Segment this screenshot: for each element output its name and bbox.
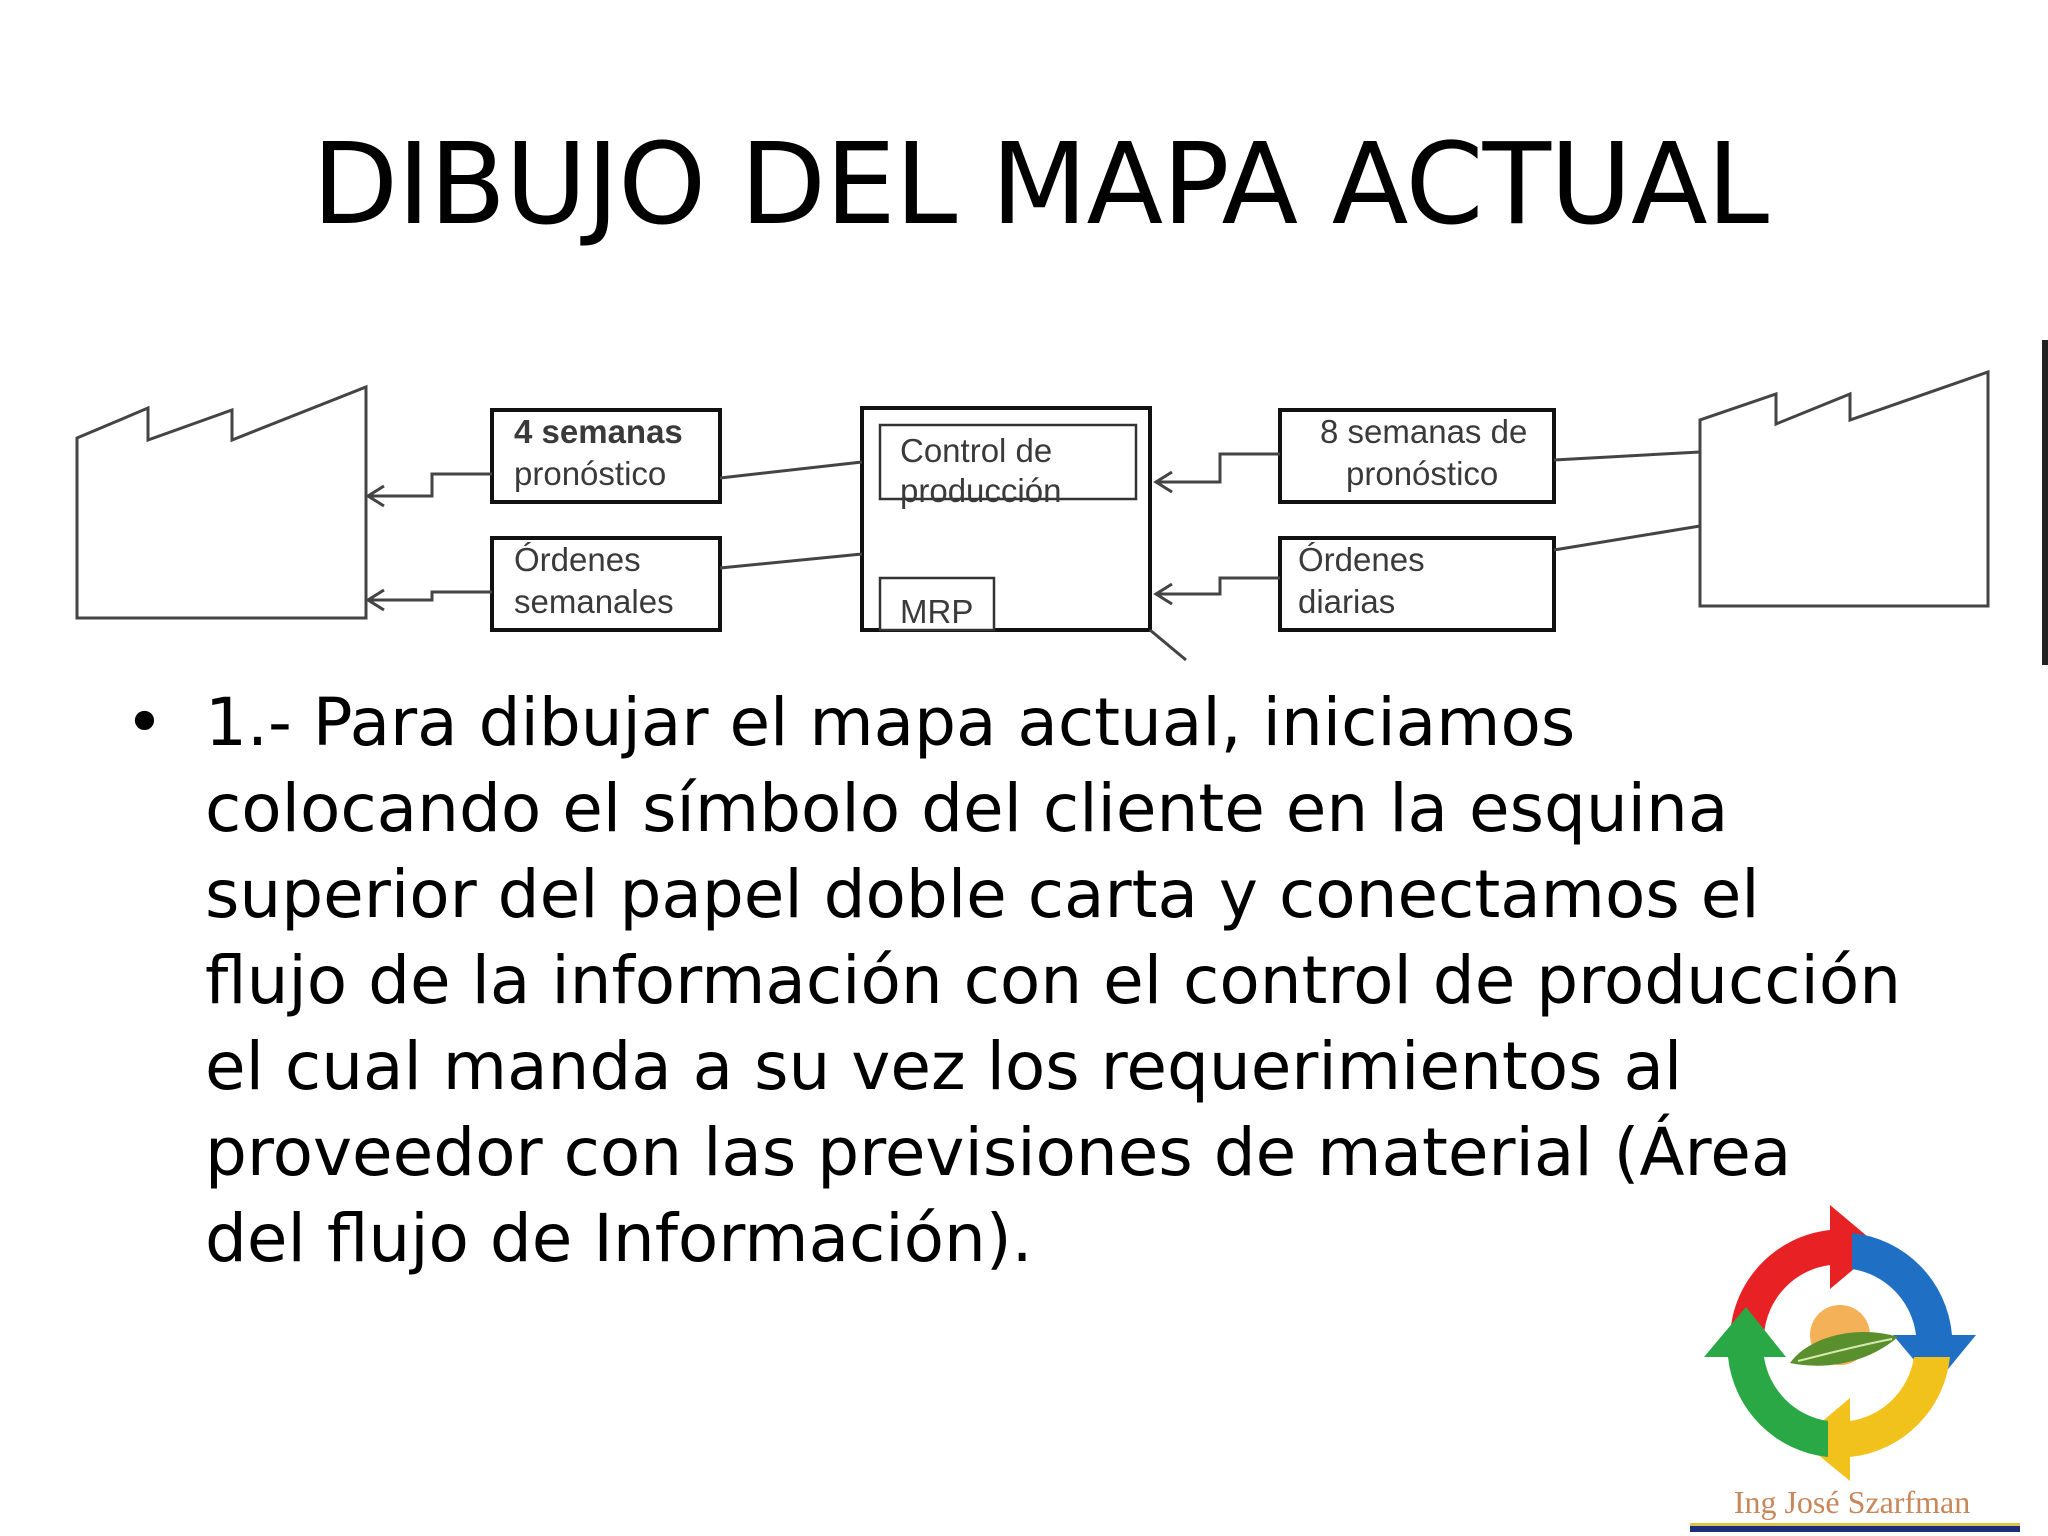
center-line-2: producción <box>900 472 1061 509</box>
left-top-box <box>490 408 722 504</box>
left-bottom-line-2: semanales <box>514 583 674 620</box>
right-top-line-2: pronóstico <box>1346 455 1498 492</box>
logo-yellow-arrow <box>1800 1357 1950 1481</box>
logo-blue-arrow <box>1852 1233 1976 1385</box>
slide-edge-divider <box>2042 340 2048 665</box>
left-top-line-2: pronóstico <box>514 455 666 492</box>
production-control-inner-box <box>878 423 1138 501</box>
right-bottom-line-2: diarias <box>1298 583 1395 620</box>
logo-green-arrow <box>1704 1307 1828 1457</box>
right-bottom-line-1: Órdenes <box>1298 541 1425 578</box>
mrp-box <box>878 576 996 632</box>
left-bottom-line-1: Órdenes <box>514 541 641 578</box>
center-line-1: Control de <box>900 432 1052 469</box>
logo-caption-underline <box>1690 1523 2020 1532</box>
right-top-line-1: 8 semanas de <box>1320 413 1527 450</box>
bullet-marker: • <box>125 684 164 761</box>
left-top-line-1: 4 semanas <box>514 413 683 450</box>
customer-factory-icon <box>1698 369 1990 608</box>
recycle-arrows-logo-icon <box>1704 1205 1976 1481</box>
bullet-item: • 1.- Para dibujar el mapa actual, inici… <box>120 680 1940 1282</box>
right-top-box <box>1278 408 1556 504</box>
logo-caption: Ing José Szarfman <box>1733 1484 1971 1520</box>
value-stream-map-diagram: 4 semanas pronóstico Órdenes semanales C… <box>75 369 1990 662</box>
slide-title: DIBUJO DEL MAPA ACTUAL <box>312 120 1769 250</box>
bullet-text: 1.- Para dibujar el mapa actual, iniciam… <box>205 684 1902 1277</box>
mrp-label: MRP <box>900 593 973 630</box>
left-bottom-box <box>490 536 722 632</box>
right-bottom-box <box>1278 536 1556 632</box>
information-flow-connectors <box>365 450 1701 662</box>
supplier-factory-icon <box>75 384 368 620</box>
logo-red-arrow <box>1730 1205 1880 1335</box>
